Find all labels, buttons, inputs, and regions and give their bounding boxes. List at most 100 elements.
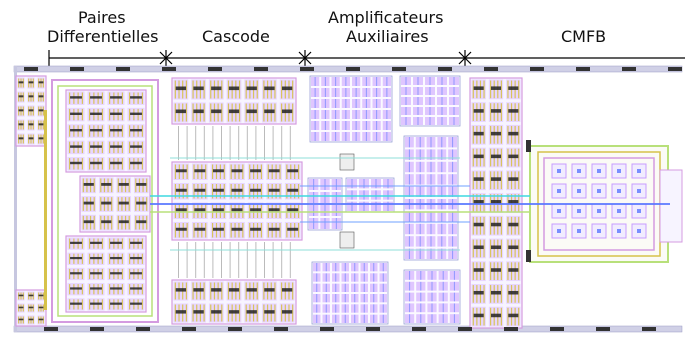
cmfb-capacitor-contact — [577, 209, 581, 213]
cascode-vertical-trace — [289, 126, 291, 160]
aux-amp-bottom-right-grid — [403, 269, 461, 325]
section-markers — [159, 50, 472, 66]
cascode-vertical-trace — [238, 242, 240, 278]
cascode-vertical-trace — [264, 126, 265, 160]
label-amplificateurs: Amplificateurs — [328, 8, 444, 27]
cascode-vertical-trace — [281, 126, 283, 160]
cascode-vertical-trace — [203, 126, 205, 160]
label-differentielles: Differentielles — [47, 27, 159, 46]
cascode-vertical-trace — [186, 242, 188, 278]
rail-tap — [300, 67, 314, 71]
rail-tap — [392, 67, 406, 71]
cmfb-capacitor-contact — [637, 189, 641, 193]
cascode-middle-array — [171, 161, 303, 241]
cascode-vertical-trace — [246, 126, 248, 160]
cmfb-capacitor-contact — [617, 169, 621, 173]
aux-amp-top-right-grid — [399, 75, 461, 127]
cascode-top-array — [171, 77, 297, 125]
cascode-vertical-trace — [255, 126, 257, 160]
rail-tap — [320, 327, 334, 331]
diff-pair-nwell — [57, 85, 153, 317]
cascode-vertical-trace — [195, 242, 197, 278]
rail-tap — [346, 67, 360, 71]
cmfb-capacitor-contact — [617, 229, 621, 233]
rail-tap — [208, 67, 222, 71]
cascode-vertical-trace — [264, 242, 265, 278]
cmfb-right-edge-cell — [659, 169, 683, 243]
cmfb-capacitor-contact — [577, 189, 581, 193]
rail-tap — [24, 67, 38, 71]
cascode-bottom-array — [171, 279, 297, 325]
cmfb-capacitor-contact — [637, 229, 641, 233]
rail-tap — [274, 327, 288, 331]
cascode-vertical-trace — [195, 126, 197, 160]
aux-amp-center-mid-grid — [345, 177, 395, 213]
rail-tap — [576, 67, 590, 71]
cascode-vertical-trace — [238, 126, 240, 160]
label-cmfb: CMFB — [561, 27, 607, 46]
diff-pair-upper-array — [65, 89, 147, 173]
rail-tap — [116, 67, 130, 71]
cascode-vertical-trace — [221, 126, 222, 160]
cmfb-capacitor-contact — [557, 189, 561, 193]
cascode-vertical-trace — [246, 242, 248, 278]
cmfb-left-column — [469, 77, 523, 329]
aux-amp-bias-cell — [339, 153, 355, 171]
cmfb-capacitor-contact — [637, 209, 641, 213]
cascode-vertical-trace — [255, 242, 257, 278]
rail-tap — [44, 327, 58, 331]
rail-tap — [136, 327, 150, 331]
diff-pair-lower-array — [65, 235, 147, 313]
aux-amp-bias-cell — [339, 231, 355, 249]
cmfb-capacitor-contact — [597, 209, 601, 213]
cascode-vertical-trace — [272, 242, 274, 278]
label-cascode: Cascode — [202, 27, 270, 46]
rail-tap — [70, 67, 84, 71]
rail-tap — [484, 67, 498, 71]
cascode-vertical-trace — [212, 126, 214, 160]
section-marker-icon — [159, 50, 173, 66]
cascode-vertical-trace — [221, 242, 222, 278]
rail-tap — [622, 67, 636, 71]
diff-pair-left-top-cell — [15, 75, 47, 147]
cascode-vertical-trace — [229, 242, 231, 278]
cascode-vertical-trace — [272, 126, 274, 160]
interconnect-wires — [150, 157, 670, 251]
cascode-vertical-trace — [186, 126, 188, 160]
label-auxiliaires: Auxiliaires — [346, 27, 429, 46]
cascode-vertical-trace — [203, 242, 205, 278]
cmfb-capacitor-contact — [637, 169, 641, 173]
cmfb-capacitor-contact — [597, 229, 601, 233]
cascode-vertical-trace — [178, 126, 179, 160]
rail-tap — [550, 327, 564, 331]
cmfb-pad — [526, 250, 531, 262]
label-paires: Paires — [78, 8, 126, 27]
cmfb-capacitor-contact — [557, 209, 561, 213]
rail-tap — [438, 67, 452, 71]
cmfb-capacitor-contact — [557, 229, 561, 233]
aux-amp-center-right-grid — [403, 135, 459, 261]
cascode-vertical-trace — [178, 242, 179, 278]
rail-tap — [530, 67, 544, 71]
rail-tap — [642, 327, 656, 331]
aux-amp-bottom-left-grid — [311, 261, 389, 325]
section-marker-icon — [458, 50, 472, 66]
cascode-vertical-trace — [212, 242, 214, 278]
rail-tap — [504, 327, 518, 331]
diff-pair-guard-ring — [51, 79, 159, 323]
cmfb-capacitor-contact — [597, 189, 601, 193]
section-dimension-line — [48, 50, 685, 66]
diff-pair-bus — [44, 110, 47, 310]
cmfb-capacitor-contact — [617, 189, 621, 193]
rail-tap — [458, 327, 472, 331]
layout-blocks — [15, 67, 683, 331]
diff-pair-middle-array — [79, 175, 151, 233]
rail-tap — [162, 67, 176, 71]
rail-tap — [412, 327, 426, 331]
aux-amp-top-left-grid — [309, 75, 393, 143]
diff-pair-left-bottom-cell — [15, 289, 47, 327]
cmfb-capacitor-contact — [577, 169, 581, 173]
cmfb-capacitor-contact — [597, 169, 601, 173]
cascode-vertical-trace — [281, 242, 283, 278]
